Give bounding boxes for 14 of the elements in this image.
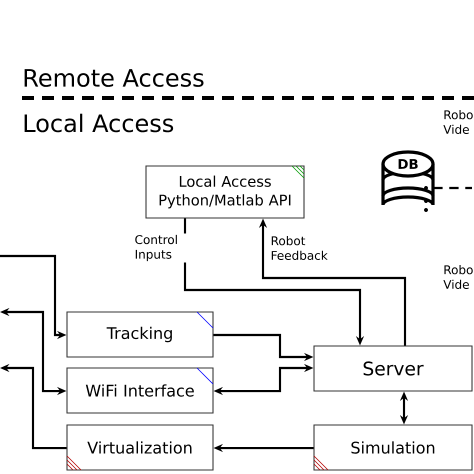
side-label: Robo Vide — [443, 110, 473, 134]
process-box: WiFi Interface — [66, 367, 214, 414]
node-label: DB — [398, 159, 418, 169]
edge-label: Robot Feedback — [269, 234, 331, 262]
side-label: Robo Vide — [443, 265, 473, 289]
process-box: Simulation — [313, 424, 473, 471]
section-title: Local Access — [24, 114, 174, 132]
process-box: Server — [313, 345, 473, 392]
section-title: Remote Access — [24, 69, 204, 87]
database-drawing: DB — [381, 150, 435, 212]
process-box: Tracking — [66, 311, 214, 358]
edge-label: Control Inputs — [133, 234, 195, 262]
process-box: Virtualization — [66, 424, 214, 471]
process-box: Local Access Python/Matlab API — [145, 165, 305, 219]
